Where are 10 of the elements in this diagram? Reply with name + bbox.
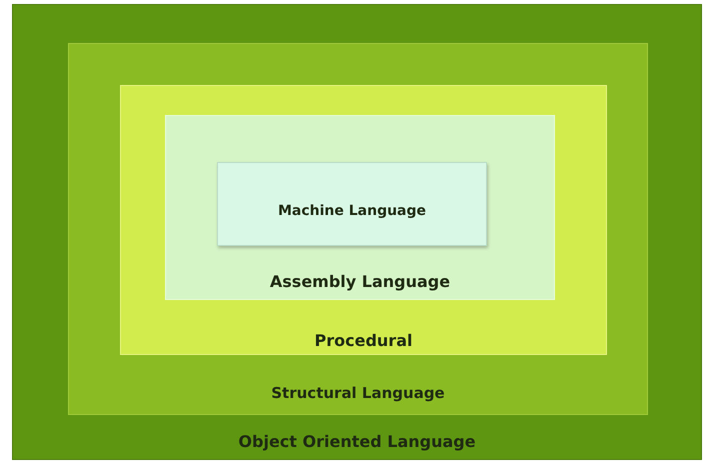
- nested-box: [165, 115, 555, 300]
- nested-box: [120, 85, 607, 355]
- layer-label: Assembly Language: [268, 272, 452, 291]
- layer-label: Machine Language: [276, 203, 428, 219]
- nested-box: [12, 4, 702, 460]
- nested-box: [217, 162, 487, 246]
- layer-label: Structural Language: [270, 384, 446, 402]
- layer-label: Object Oriented Language: [237, 432, 477, 451]
- layer-label: Procedural: [314, 331, 414, 350]
- nested-box: [68, 43, 648, 415]
